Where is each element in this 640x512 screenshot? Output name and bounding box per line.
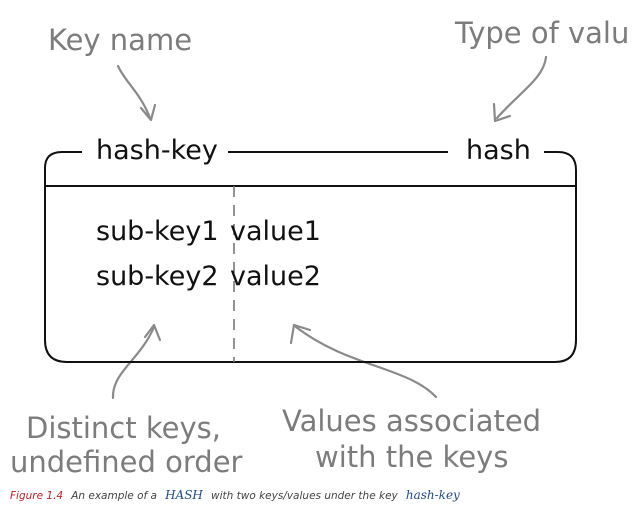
values-arrow xyxy=(294,325,438,399)
key-name-arrowhead xyxy=(139,103,157,122)
box-top-left-corner xyxy=(44,151,82,188)
values-annotation-line2: with the keys xyxy=(315,440,508,474)
type-of-value-annotation: Type of valu xyxy=(454,16,629,50)
box-body-outline xyxy=(44,186,577,363)
box-key-label: hash-key xyxy=(96,135,218,166)
values-arrowhead xyxy=(289,323,312,345)
box-type-label: hash xyxy=(466,135,531,166)
values-annotation-line1: Values associated xyxy=(282,404,541,438)
value-2: value2 xyxy=(230,261,321,292)
distinct-keys-annotation-line2: undefined order xyxy=(10,445,243,479)
distinct-keys-annotation-line1: Distinct keys, xyxy=(26,411,221,445)
sub-key-1: sub-key1 xyxy=(96,216,219,247)
caption-label: Figure 1.4 xyxy=(10,490,63,502)
distinct-keys-arrow xyxy=(111,325,156,400)
value-1: value1 xyxy=(230,216,321,247)
type-of-value-arrowhead xyxy=(492,102,512,123)
figure-caption: Figure 1.4 An example of a HASH with two… xyxy=(10,484,460,503)
caption-structure: HASH xyxy=(164,488,203,502)
distinct-keys-arrowhead xyxy=(143,323,162,342)
key-name-annotation: Key name xyxy=(48,23,192,57)
type-of-value-arrow xyxy=(495,55,548,120)
caption-key-name: hash-key xyxy=(406,488,460,502)
key-name-arrow xyxy=(116,64,152,120)
caption-text-before: An example of a xyxy=(70,490,157,502)
caption-text-middle: with two keys/values under the key xyxy=(211,490,399,502)
box-top-right-corner xyxy=(544,151,577,188)
sub-key-2: sub-key2 xyxy=(96,261,219,292)
